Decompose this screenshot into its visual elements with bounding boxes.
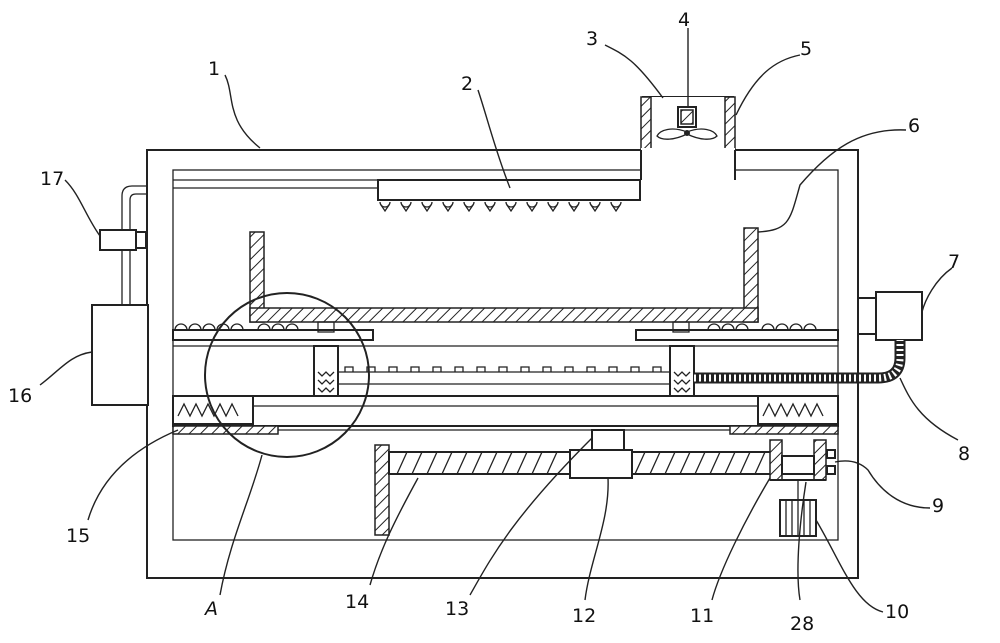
detail-circle-a	[204, 292, 370, 458]
leader-lines	[39, 28, 959, 613]
wash-basket	[249, 227, 759, 323]
label-28: 28	[790, 613, 814, 635]
label-10: 10	[885, 601, 909, 623]
label-13: 13	[445, 598, 469, 620]
label-15: 15	[66, 525, 90, 547]
drive-motor	[769, 439, 836, 537]
label-4: 4	[678, 9, 690, 31]
label-14: 14	[345, 591, 369, 613]
label-16: 16	[8, 385, 32, 407]
label-6: 6	[908, 115, 920, 137]
spray-nozzles	[379, 201, 622, 213]
spray-bar	[173, 179, 641, 213]
label-a: A	[203, 598, 218, 620]
label-1: 1	[208, 58, 220, 80]
label-2: 2	[461, 73, 473, 95]
left-tank	[91, 185, 149, 406]
label-8: 8	[958, 443, 970, 465]
label-3: 3	[586, 28, 598, 50]
right-pump	[694, 291, 923, 384]
label-17: 17	[40, 168, 64, 190]
lower-frame	[172, 395, 839, 435]
lead-screw-assembly	[374, 429, 775, 536]
label-9: 9	[932, 495, 944, 517]
support-plates	[172, 321, 839, 347]
spring-posts	[313, 345, 695, 397]
label-7: 7	[948, 251, 960, 273]
label-12: 12	[572, 605, 596, 627]
exhaust-duct	[640, 96, 736, 180]
part-labels: 1 2 3 4 5 6 7 8 9 10 11 12 13 14 15 16 1…	[8, 9, 970, 635]
slide-rail	[338, 366, 670, 385]
label-5: 5	[800, 38, 812, 60]
label-11: 11	[690, 605, 714, 627]
